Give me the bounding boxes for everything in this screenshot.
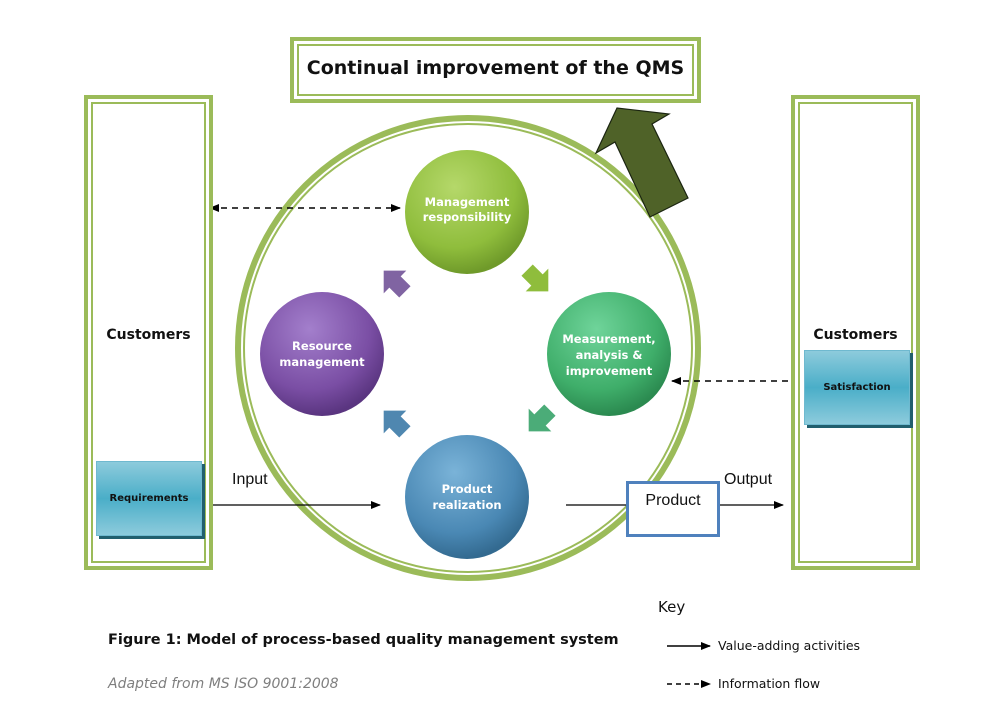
left-customers-label: Customers — [106, 327, 191, 343]
continual-improvement-arrow — [594, 107, 689, 218]
process-boundary-circle — [235, 115, 701, 581]
cycle-arrow-product-to-resource — [383, 410, 411, 438]
key-item-information-flow: Information flow — [718, 676, 821, 691]
right-customers-column: Customers — [791, 95, 920, 570]
title-box: Continual improvement of the QMS — [290, 37, 701, 103]
cycle-arrow-measurement-to-product — [528, 404, 556, 432]
resource-circle[interactable] — [260, 292, 384, 416]
figure-caption: Figure 1: Model of process-based quality… — [108, 632, 619, 648]
right-customers-label: Customers — [813, 327, 898, 343]
title-text: Continual improvement of the QMS — [306, 57, 685, 79]
cycle-arrow-resource-to-management — [383, 270, 411, 298]
figure-source: Adapted from MS ISO 9001:2008 — [108, 676, 339, 692]
product-realization-label: Product realization — [432, 482, 502, 512]
measurement-label: Measurement, analysis & improvement — [562, 332, 656, 378]
resource-management-label: Resource management — [279, 339, 365, 369]
management-label: Management responsibility — [422, 195, 512, 224]
key-title: Key — [658, 598, 686, 616]
output-label: Output — [724, 471, 773, 488]
management-circle[interactable] — [405, 150, 529, 274]
product-box[interactable]: Product — [626, 481, 720, 537]
requirements-box[interactable]: Requirements — [96, 461, 202, 536]
key-item-value-adding: Value-adding activities — [718, 638, 861, 653]
cycle-arrow-management-to-measurement — [521, 264, 549, 292]
input-label: Input — [232, 471, 268, 488]
measurement-circle[interactable] — [547, 292, 671, 416]
satisfaction-box[interactable]: Satisfaction — [804, 350, 910, 425]
product-circle[interactable] — [405, 435, 529, 559]
